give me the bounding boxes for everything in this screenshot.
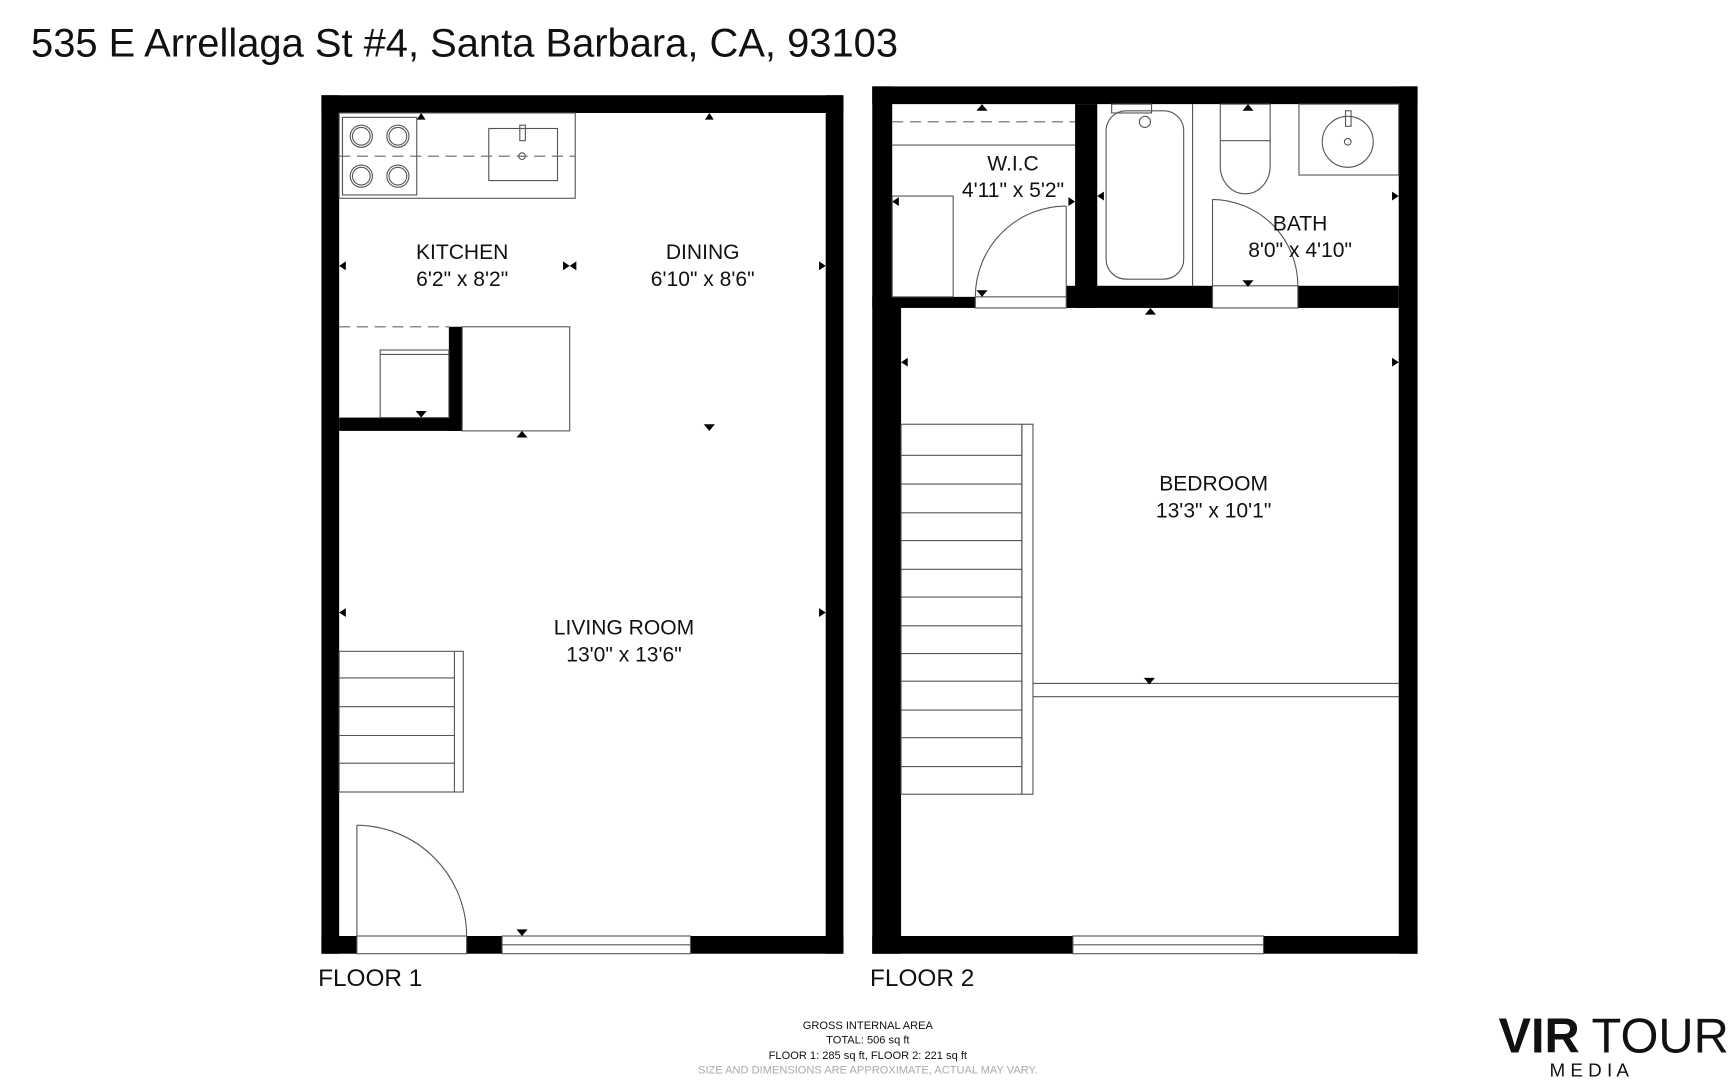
sink-icon xyxy=(488,127,559,182)
floor-1-plan: KITCHEN 6'2" x 8'2" DINING 6'10" x 8'6" … xyxy=(318,95,844,992)
room-dims: 4'11" x 5'2" xyxy=(962,179,1064,202)
room-dims: 6'2" x 8'2" xyxy=(416,268,508,291)
logo-sub: M E D I A xyxy=(1549,1060,1629,1080)
door-icon xyxy=(356,824,468,937)
stairs-icon xyxy=(900,423,1399,795)
room-name: W.I.C xyxy=(987,153,1038,176)
area-summary: GROSS INTERNAL AREA TOTAL: 506 sq ft FLO… xyxy=(698,1020,1038,1076)
room-name: KITCHEN xyxy=(416,241,508,264)
door-icon xyxy=(974,205,1067,297)
area-total: TOTAL: 506 sq ft xyxy=(826,1034,909,1046)
logo-light: TOUR xyxy=(1592,1009,1729,1063)
room-dims: 6'10" x 8'6" xyxy=(651,268,755,291)
room-dims: 13'3" x 10'1" xyxy=(1156,499,1271,522)
area-floors: FLOOR 1: 285 sq ft, FLOOR 2: 221 sq ft xyxy=(769,1050,967,1062)
area-heading: GROSS INTERNAL AREA xyxy=(803,1020,934,1032)
room-name: DINING xyxy=(666,241,740,264)
logo-bold: VIR xyxy=(1498,1009,1579,1063)
room-dims: 8'0" x 4'10" xyxy=(1248,239,1352,262)
toilet-icon xyxy=(1219,103,1271,142)
floor-2-plan: W.I.C 4'11" x 5'2" BATH 8'0" x 4'10" BED… xyxy=(870,86,1418,992)
floor-label: FLOOR 2 xyxy=(870,965,974,992)
stairs-icon xyxy=(338,650,464,793)
disclaimer: SIZE AND DIMENSIONS ARE APPROXIMATE, ACT… xyxy=(698,1064,1038,1076)
room-dims: 13'0" x 13'6" xyxy=(566,643,681,666)
page-title: 535 E Arrellaga St #4, Santa Barbara, CA… xyxy=(31,22,898,66)
virtour-logo: VIR TOUR M E D I A xyxy=(1498,1009,1728,1080)
room-name: BATH xyxy=(1273,212,1328,235)
sink-icon xyxy=(1321,115,1374,168)
floor-label: FLOOR 1 xyxy=(318,965,422,992)
room-name: LIVING ROOM xyxy=(554,617,694,640)
room-name: BEDROOM xyxy=(1159,473,1268,496)
door-icon xyxy=(1211,198,1299,286)
bathtub-icon xyxy=(1105,110,1185,280)
